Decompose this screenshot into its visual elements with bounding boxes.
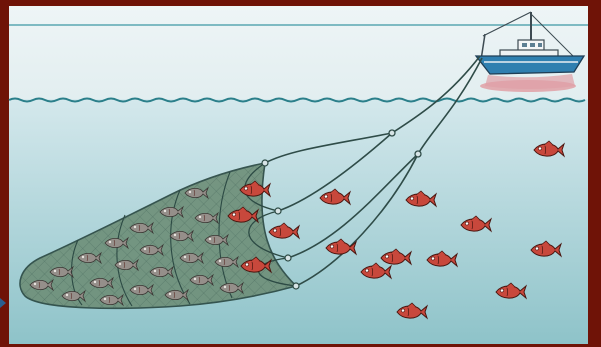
cable-float xyxy=(389,130,395,136)
cable-float xyxy=(415,151,421,157)
